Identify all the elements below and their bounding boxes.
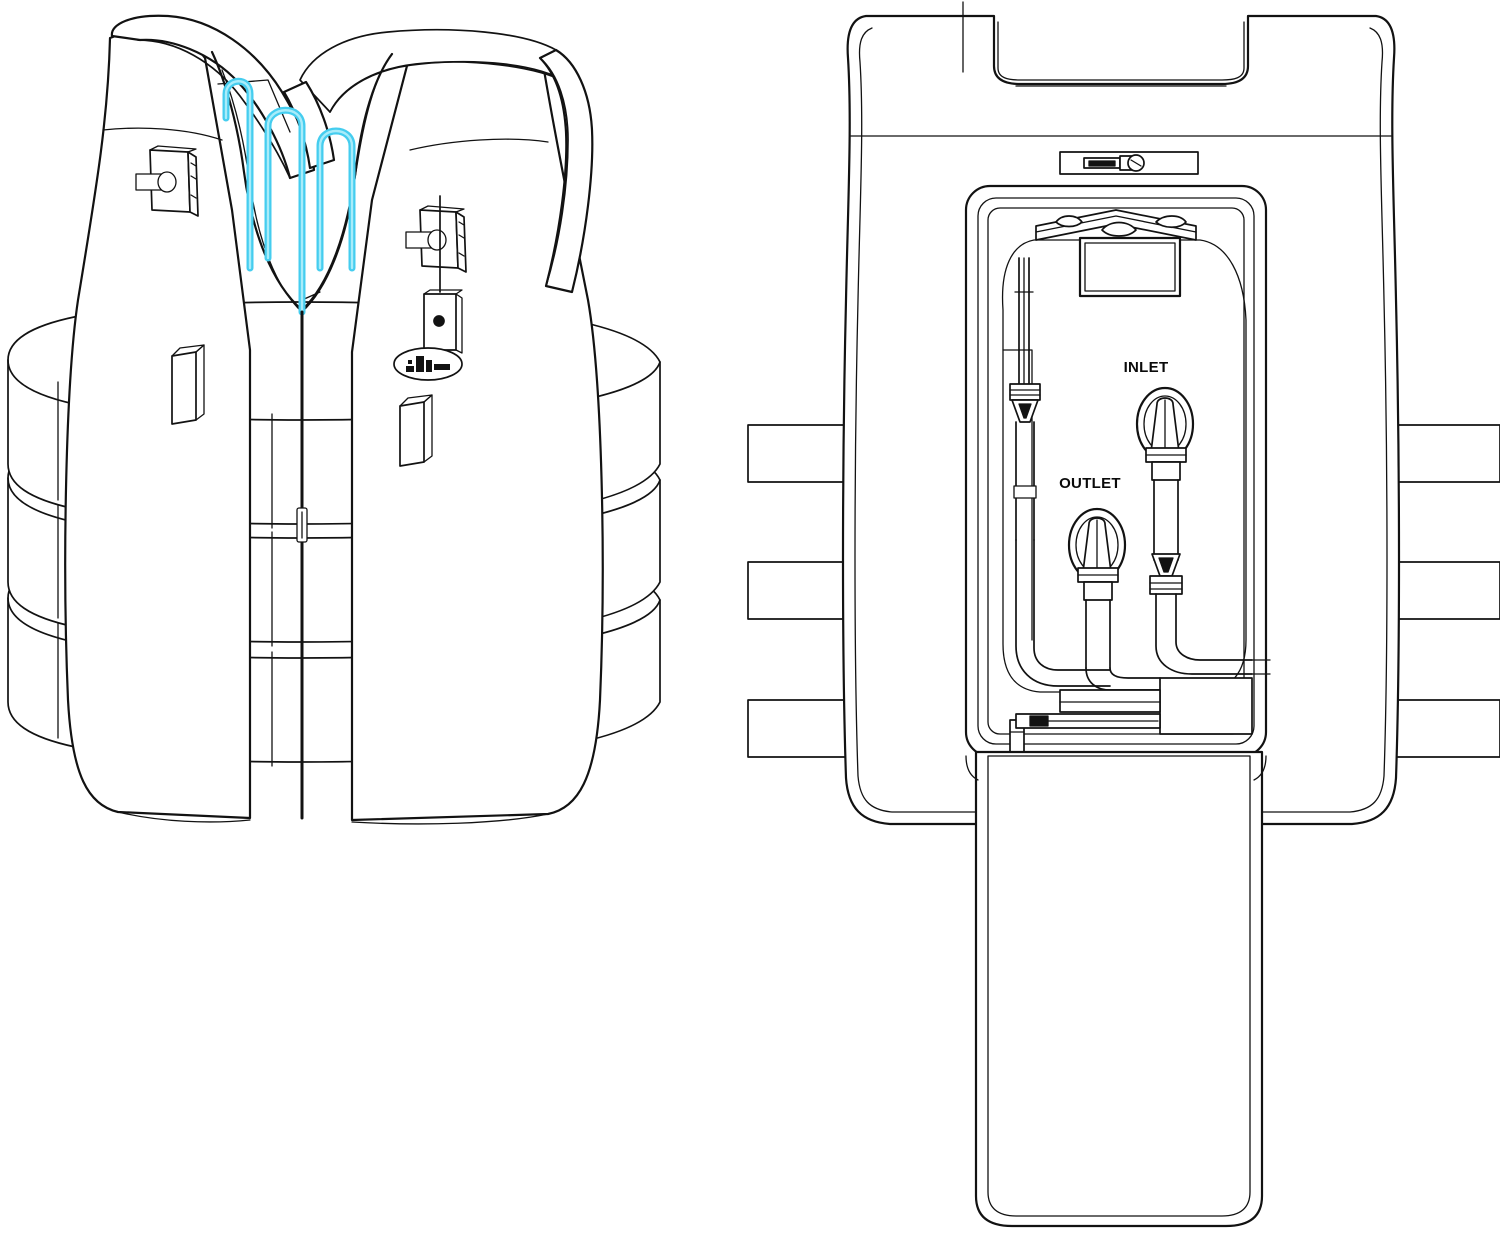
zipper-pull[interactable] bbox=[1059, 151, 1199, 175]
controller-module[interactable] bbox=[423, 195, 463, 354]
strap-tab-right-lower bbox=[1394, 699, 1500, 758]
front-loop-tab-left bbox=[171, 344, 205, 425]
strap-tab-left-lower bbox=[747, 699, 854, 758]
hanger-bracket bbox=[1035, 209, 1197, 241]
inlet-coupler bbox=[1135, 386, 1253, 675]
outlet-coupler bbox=[1067, 507, 1161, 691]
right-shoulder-buckle[interactable] bbox=[405, 205, 467, 273]
outlet-label: OUTLET bbox=[1059, 475, 1121, 492]
front-loop-tab-right bbox=[399, 394, 433, 467]
oval-brand-badge bbox=[393, 347, 463, 381]
center-zipper bbox=[296, 310, 308, 820]
right-view-back-flat: INLET OUTLET bbox=[747, 1, 1500, 1228]
drain-valve[interactable] bbox=[1009, 713, 1161, 753]
strap-tab-right-middle bbox=[1394, 561, 1500, 620]
strap-tab-left-upper bbox=[747, 424, 854, 483]
reservoir-bladder bbox=[1001, 239, 1247, 693]
cooling-tube-circuit bbox=[222, 77, 356, 316]
strap-tab-right-upper bbox=[1394, 424, 1500, 483]
manifold-block bbox=[1059, 659, 1271, 735]
inlet-label: INLET bbox=[1124, 359, 1169, 376]
internal-pouch bbox=[964, 184, 1268, 758]
left-shoulder-buckle[interactable] bbox=[135, 145, 199, 217]
strap-tab-left-middle bbox=[747, 561, 854, 620]
pump-module bbox=[1078, 236, 1182, 298]
left-view-front-three-quarter bbox=[7, 14, 661, 825]
bottom-flap bbox=[965, 750, 1267, 1228]
fill-tube bbox=[1009, 257, 1111, 687]
